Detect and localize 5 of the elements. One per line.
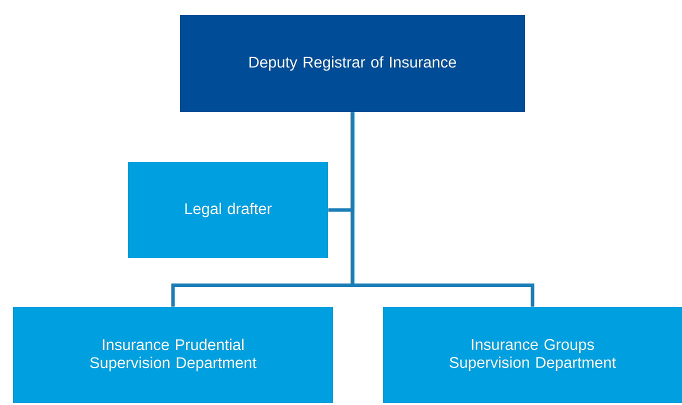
department-box: Insurance Groups Supervision Department: [383, 307, 682, 403]
department-box: Insurance Prudential Supervision Department: [13, 307, 333, 403]
title-box: Deputy Registrar of Insurance: [180, 15, 525, 112]
connector-line: [350, 112, 534, 307]
role-box: Legal drafter: [128, 162, 328, 258]
